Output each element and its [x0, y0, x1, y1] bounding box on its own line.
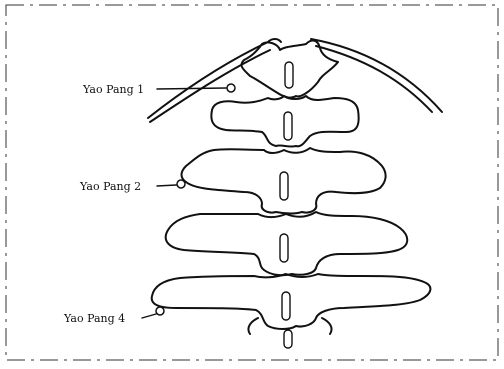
yao-pang-1-point: [227, 84, 235, 92]
label-yao-pang-1: Yao Pang 1: [82, 83, 144, 96]
upper-pelvic-outline: [148, 39, 442, 122]
vertebra-l4: [182, 148, 386, 214]
yao-pang-4-point: [156, 307, 164, 315]
vertebra-l2: [152, 274, 431, 329]
label-yao-pang-2: Yao Pang 2: [79, 180, 141, 193]
yao-pang-2-point: [177, 180, 185, 188]
vertebra-l3: [166, 212, 408, 275]
vertebra-l1: [248, 318, 331, 348]
vertebra-l5: [211, 96, 358, 147]
label-yao-pang-4: Yao Pang 4: [63, 312, 125, 325]
